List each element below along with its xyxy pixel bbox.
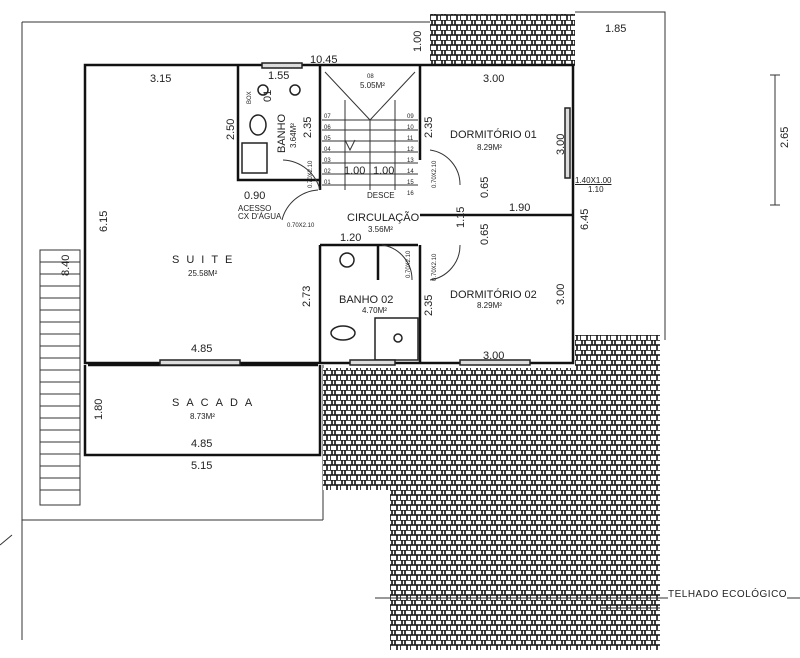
dim-1-00-top: 1.00 xyxy=(412,30,424,52)
green-roof xyxy=(323,14,800,650)
note-cx-agua: CX D'ÁGUA xyxy=(238,212,282,221)
door-label-suite: 0.70X2.10 xyxy=(287,223,315,229)
dim-10-45: 10.45 xyxy=(310,54,338,66)
stair-step-number: 11 xyxy=(407,136,414,142)
room-area-circulacao: 3.56M² xyxy=(368,225,393,234)
note-telhado-ecologico: TELHADO ECOLÓGICO xyxy=(668,589,788,600)
stair-step-number: 09 xyxy=(407,114,414,120)
stair-desce: DESCE xyxy=(367,191,395,200)
stair-step-number: 13 xyxy=(407,158,414,164)
doors xyxy=(281,149,461,281)
dim-0-65-b: 0.65 xyxy=(479,223,491,245)
dim-4-85-sacada: 4.85 xyxy=(191,438,213,450)
note-acesso: ACESSO xyxy=(238,204,272,213)
dim-0-65-a: 0.65 xyxy=(479,176,491,198)
dim-2-35-dorm01: 2.35 xyxy=(423,116,435,138)
box-label: BOX xyxy=(247,91,253,104)
dim-1-55: 1.55 xyxy=(268,70,290,82)
stair-number: 08 xyxy=(367,74,374,80)
dim-1-20: 1.20 xyxy=(340,232,362,244)
room-area-sacada: 8.73M² xyxy=(190,412,215,421)
room-area-dorm01: 8.29M² xyxy=(477,143,502,152)
dim-1-15: 1.15 xyxy=(455,206,467,228)
stair-step-number: 06 xyxy=(324,125,331,131)
dim-2-50: 2.50 xyxy=(225,118,237,140)
stair-step-number: 14 xyxy=(407,169,414,175)
stair-step-number: 07 xyxy=(324,114,331,120)
dim-stair-1-00-a: 1.00 xyxy=(344,165,366,177)
stair-step-number: 03 xyxy=(324,158,331,164)
room-number-banho01: 01 xyxy=(262,89,274,102)
stair-step-number: 12 xyxy=(407,147,414,153)
dim-stair-1-00-b: 1.00 xyxy=(373,165,395,177)
room-area-suite: 25.58M² xyxy=(188,269,218,278)
staircase xyxy=(39,71,780,506)
stair-step-number: 02 xyxy=(324,169,331,175)
room-area-banho01: 3.64M² xyxy=(289,123,298,148)
room-name-banho02: BANHO 02 xyxy=(339,294,394,306)
dim-6-15: 6.15 xyxy=(98,210,110,232)
dim-1-80: 1.80 xyxy=(93,398,105,420)
door-label-dorm01: 0.70X2.10 xyxy=(432,160,438,188)
room-name-suite: SUITE xyxy=(172,254,240,266)
dim-3-15: 3.15 xyxy=(150,73,172,85)
dim-6-45: 6.45 xyxy=(579,208,591,230)
room-area-escada: 5.05M² xyxy=(360,81,385,90)
dim-3-00-dorm01-top: 3.00 xyxy=(483,73,505,85)
dim-0-90: 0.90 xyxy=(244,190,266,202)
stair-step-number: 04 xyxy=(324,147,331,153)
dim-2-35-banho: 2.35 xyxy=(302,116,314,138)
door-label-dorm02: 0.70X2.10 xyxy=(432,253,438,281)
stair-step-number: 05 xyxy=(324,136,331,142)
dim-3-00-dorm02-side: 3.00 xyxy=(555,283,567,305)
stair-step-number: 15 xyxy=(407,180,414,186)
fixtures xyxy=(159,62,571,366)
door-label-banho02: 0.70X2.10 xyxy=(406,250,412,278)
stair-step-number: 10 xyxy=(407,125,414,131)
dim-4-85-suite: 4.85 xyxy=(191,343,213,355)
room-area-banho02: 4.70M² xyxy=(362,306,387,315)
dim-2-73: 2.73 xyxy=(301,285,313,307)
dim-3-00-dorm01-side: 3.00 xyxy=(555,133,567,155)
dim-3-00-dorm02-bottom: 3.00 xyxy=(483,350,505,362)
room-area-dorm02: 8.29M² xyxy=(477,301,502,310)
room-name-circulacao: CIRCULAÇÃO xyxy=(347,212,420,224)
dim-1-90: 1.90 xyxy=(509,202,531,214)
dim-1-85: 1.85 xyxy=(605,23,627,35)
dim-2-35-dorm02: 2.35 xyxy=(423,294,435,316)
stair-step-number: 01 xyxy=(324,180,331,186)
dim-2-65: 2.65 xyxy=(779,126,791,148)
room-name-dorm02: DORMITÓRIO 02 xyxy=(450,289,537,301)
dim-5-15: 5.15 xyxy=(191,460,213,472)
walls xyxy=(83,63,575,457)
door-label-banho01: 0.70X2.10 xyxy=(308,160,314,188)
window-sill-label: 1.10 xyxy=(588,185,604,194)
stair-step-number: 16 xyxy=(407,191,414,197)
room-name-banho01: BANHO xyxy=(276,113,288,153)
dim-8-40: 8.40 xyxy=(60,254,72,276)
window-label: 1.40X1.00 xyxy=(575,176,612,185)
room-name-sacada: SACADA xyxy=(172,397,260,409)
room-name-dorm01: DORMITÓRIO 01 xyxy=(450,129,537,141)
